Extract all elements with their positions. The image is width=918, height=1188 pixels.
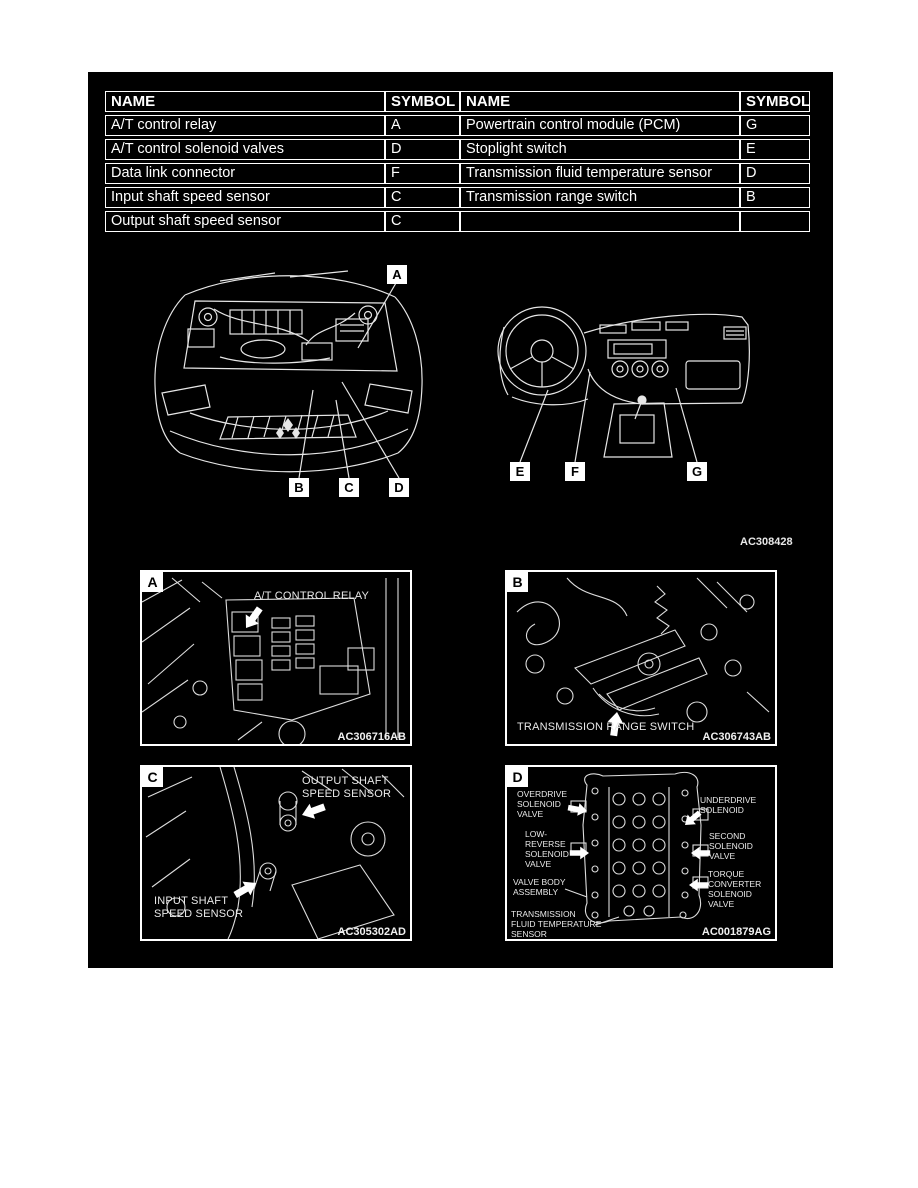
panel-c-figure-code: AC305302AD	[337, 926, 406, 938]
table-cell: C	[385, 211, 460, 232]
brand-diamond-logo	[276, 418, 300, 439]
component-location-table: NAME SYMBOL NAME SYMBOL A/T control rela…	[105, 88, 810, 235]
panel-d-valve-body-label: VALVE BODY ASSEMBLY	[513, 877, 566, 897]
range-switch-illustration	[516, 577, 770, 737]
table-row: A/T control relay A Powertrain control m…	[105, 115, 810, 136]
arrow-icon	[302, 803, 326, 819]
panel-d-letter-badge: D	[507, 767, 528, 787]
table-cell	[460, 211, 740, 232]
panel-d-low-reverse-label: LOW- REVERSE SOLENOID VALVE	[525, 829, 569, 869]
table-row: A/T control solenoid valves D Stoplight …	[105, 139, 810, 160]
dashboard-illustration	[497, 306, 750, 458]
figure-region: NAME SYMBOL NAME SYMBOL A/T control rela…	[88, 72, 833, 968]
panel-b-figure-code: AC306743AB	[702, 731, 771, 743]
panel-d-torque-label: TORQUE CONVERTER SOLENOID VALVE	[708, 869, 762, 909]
panel-a-label: A/T CONTROL RELAY	[254, 590, 370, 602]
table-row: Output shaft speed sensor C	[105, 211, 810, 232]
callout-f: F	[565, 462, 585, 481]
callout-c: C	[339, 478, 359, 497]
header-name-1: NAME	[105, 91, 385, 112]
table-cell: D	[385, 139, 460, 160]
table-cell: D	[740, 163, 810, 184]
detail-panel-a: A A/T CONT	[140, 570, 412, 746]
arrow-icon	[233, 881, 256, 899]
panel-b-label: TRANSMISSION RANGE SWITCH	[517, 721, 695, 733]
table-cell: A/T control relay	[105, 115, 385, 136]
callout-e: E	[510, 462, 530, 481]
callout-b: B	[289, 478, 309, 497]
table-cell: E	[740, 139, 810, 160]
speed-sensors-illustration	[145, 767, 405, 939]
table-row: Data link connector F Transmission fluid…	[105, 163, 810, 184]
table-cell: Data link connector	[105, 163, 385, 184]
table-cell: Powertrain control module (PCM)	[460, 115, 740, 136]
figure-code-overview: AC308428	[740, 536, 793, 548]
fuse-box-illustration	[142, 577, 399, 744]
panel-b-letter-badge: B	[507, 572, 528, 592]
header-symbol-2: SYMBOL	[740, 91, 810, 112]
table-cell: F	[385, 163, 460, 184]
table-header-row: NAME SYMBOL NAME SYMBOL	[105, 91, 810, 112]
table-cell	[740, 211, 810, 232]
callout-d: D	[389, 478, 409, 497]
table-cell: G	[740, 115, 810, 136]
panel-a-figure-code: AC306716AB	[337, 731, 406, 743]
callout-leader-lines	[298, 282, 698, 479]
header-name-2: NAME	[460, 91, 740, 112]
header-symbol-1: SYMBOL	[385, 91, 460, 112]
panel-c-letter-badge: C	[142, 767, 163, 787]
table-cell: B	[740, 187, 810, 208]
panel-d-overdrive-label: OVERDRIVE SOLENOID VALVE	[517, 789, 568, 819]
overview-illustration	[154, 270, 750, 479]
valve-body-illustration	[564, 771, 711, 926]
table-cell: Transmission fluid temperature sensor	[460, 163, 740, 184]
table-cell: Stoplight switch	[460, 139, 740, 160]
panel-d-fluid-temp-label: TRANSMISSION FLUID TEMPERATURE SENSOR	[511, 909, 602, 939]
arrow-icon	[607, 712, 624, 737]
detail-panel-c: C OUTPUT SHAFT SPEED SE	[140, 765, 412, 941]
detail-panel-b: B TRANSMISSION RANGE	[505, 570, 777, 746]
panel-d-second-label: SECOND SOLENOID VALVE	[709, 831, 753, 861]
table-cell: Output shaft speed sensor	[105, 211, 385, 232]
panel-c-input-label: INPUT SHAFT SPEED SENSOR	[154, 895, 244, 920]
arrow-icons	[567, 803, 711, 892]
detail-panel-d: D	[505, 765, 777, 941]
engine-bay-illustration	[154, 270, 423, 473]
arrow-icon	[245, 606, 263, 628]
table-cell: Input shaft speed sensor	[105, 187, 385, 208]
table-cell: A/T control solenoid valves	[105, 139, 385, 160]
table-cell: Transmission range switch	[460, 187, 740, 208]
table-cell: C	[385, 187, 460, 208]
callout-a: A	[387, 265, 407, 284]
table-cell: A	[385, 115, 460, 136]
callout-g: G	[687, 462, 707, 481]
panel-c-output-label: OUTPUT SHAFT SPEED SENSOR	[302, 775, 392, 800]
panel-a-letter-badge: A	[142, 572, 163, 592]
panel-d-underdrive-label: UNDERDRIVE SOLENOID	[700, 795, 757, 815]
table-row: Input shaft speed sensor C Transmission …	[105, 187, 810, 208]
panel-d-figure-code: AC001879AG	[701, 926, 771, 938]
